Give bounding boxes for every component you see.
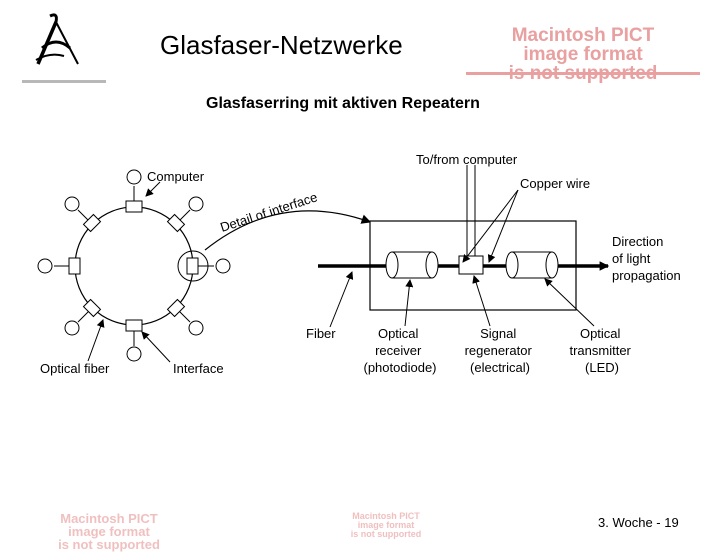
- interface-label: Interface: [173, 361, 224, 376]
- diagonal-node-br: [166, 298, 204, 336]
- optical-transmitter: [545, 251, 559, 279]
- optical-fiber-arrow: [87, 319, 105, 362]
- computer-label: Computer: [147, 169, 205, 184]
- diagonal-node-tr: [166, 196, 204, 233]
- fiber-label: Fiber: [306, 326, 336, 341]
- unsupported-image-placeholder: Macintosh PICT image format is not suppo…: [350, 511, 422, 539]
- transmitter-arrow: [544, 278, 595, 327]
- interface-node: [125, 200, 143, 213]
- slide-subtitle: Glasfaserring mit aktiven Repeatern: [206, 95, 480, 112]
- signal-regenerator-label: Signal regenerator (electrical): [465, 326, 536, 375]
- header-rule: [466, 72, 700, 75]
- computer-node: [126, 169, 142, 185]
- computer-node: [188, 196, 204, 212]
- interface-node: [68, 257, 81, 275]
- optical-fiber-label: Optical fiber: [40, 361, 110, 376]
- fiber-ring-diagram: Computer Optical fiber Interface Detail …: [37, 152, 681, 376]
- computer-node: [126, 346, 142, 362]
- copper-wire-label: Copper wire: [520, 176, 590, 191]
- computer-node: [37, 258, 53, 274]
- detail-label: Detail of interface: [218, 189, 319, 235]
- computer-node: [188, 320, 204, 336]
- signal-regenerator: [458, 255, 484, 275]
- unsupported-image-placeholder: Macintosh PICT image format is not suppo…: [58, 511, 160, 552]
- slide-number: 3. Woche - 19: [598, 515, 679, 530]
- computer-node: [215, 258, 231, 274]
- interface-arrow: [141, 331, 171, 363]
- fiber-arrow: [329, 271, 354, 328]
- interface-node: [125, 319, 143, 332]
- direction-label: Direction of light propagation: [612, 234, 681, 283]
- to-from-computer-label: To/from computer: [416, 152, 518, 167]
- logo-icon: [35, 13, 79, 65]
- optical-transmitter-label: Optical transmitter (LED): [569, 326, 634, 375]
- optical-receiver-label: Optical receiver (photodiode): [364, 326, 437, 375]
- receiver-arrow: [404, 279, 414, 327]
- diagonal-node-tl: [64, 196, 102, 233]
- copper-wire-arrow: [462, 189, 519, 263]
- computer-node: [64, 196, 80, 212]
- detail-connector: [204, 210, 372, 251]
- regenerator-arrow: [472, 275, 491, 327]
- computer-arrow: [145, 181, 161, 197]
- logo-underline: [22, 80, 106, 83]
- optical-receiver: [425, 251, 439, 279]
- interface-node: [186, 257, 199, 275]
- computer-node: [64, 320, 80, 336]
- page-title: Glasfaser-Netzwerke: [160, 30, 403, 60]
- diagonal-node-bl: [64, 298, 102, 336]
- unsupported-image-placeholder: Macintosh PICT image format is not suppo…: [508, 25, 658, 84]
